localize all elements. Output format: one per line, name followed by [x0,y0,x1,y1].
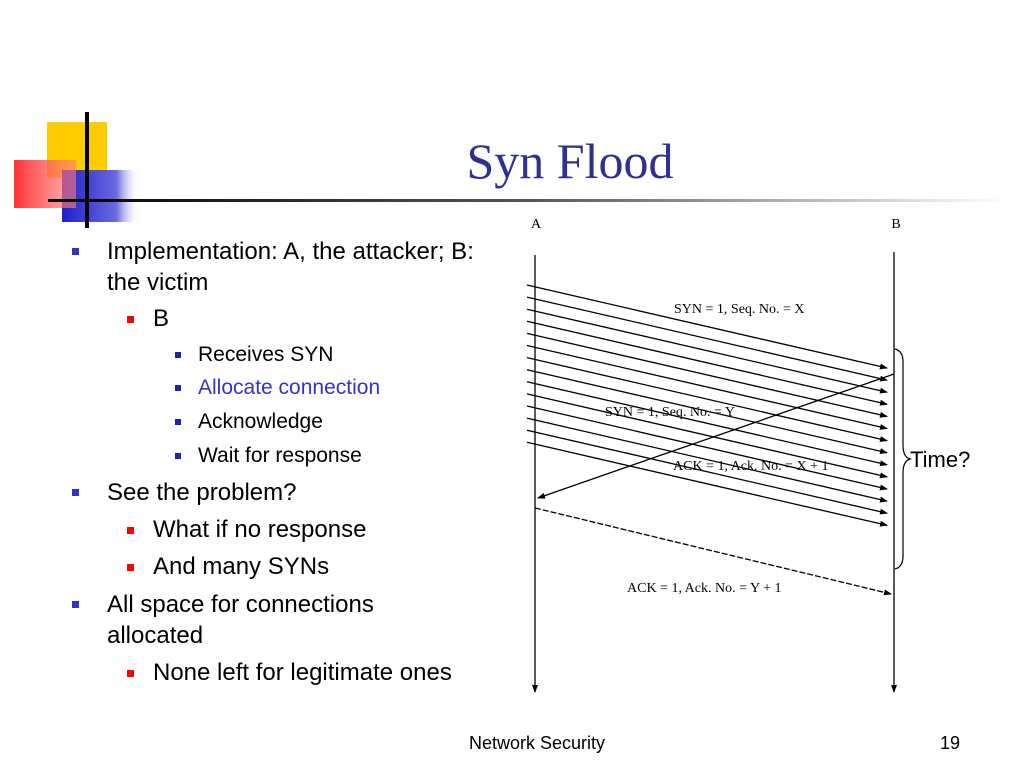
bullet-item: What if no response [127,514,366,545]
flood-syn-arrow [526,356,888,442]
bullet-text: B [153,305,170,332]
bullet-marker [72,248,79,255]
flood-syn-arrow [526,320,888,406]
time-brace [894,348,913,570]
bullet-item: Receives SYN [175,341,333,369]
flood-syn-arrow [526,429,888,515]
bullet-marker [127,670,134,677]
flood-syn-arrow [526,381,888,467]
flood-syn-arrow [526,332,888,418]
bullet-item: Acknowledge [175,408,323,436]
bullet-item: Wait for response [175,442,362,470]
flood-syn-arrow [526,369,888,455]
time-brace-label: Time? [910,447,970,472]
bullet-text: All space for connections allocated [107,591,374,649]
bullet-marker [127,564,134,571]
bullet-marker [175,352,181,358]
page-title: Syn Flood [466,133,674,189]
bullet-marker [72,489,79,496]
ack-x-message-label: ACK = 1, Ack. No. = X + 1 [673,459,829,474]
flood-syn-arrow [526,417,888,503]
flood-syn-arrow [526,405,888,491]
flood-syn-arrow [526,284,888,370]
page-number: 19 [939,733,961,753]
bullet-marker [175,419,181,425]
bullet-text: Receives SYN [198,343,334,366]
vertical-rule [85,112,89,228]
bullet-text: Acknowledge [198,410,323,433]
flood-syn-arrow [526,344,888,430]
bullet-item: Implementation: A, the attacker; B: the … [72,236,512,298]
bullet-item: None left for legitimate ones [127,657,452,688]
flood-syn-arrow [526,308,888,394]
horizontal-rule [48,199,1008,202]
bullet-marker [175,453,181,459]
bullet-text: See the problem? [107,479,297,506]
bullet-marker [127,316,134,323]
bullet-marker [72,601,79,608]
syn-flood-sequence-diagram: A B SYN = 1, Seq. No. = X SYN = 1, Seq. … [526,217,970,693]
flood-syn-arrow [526,296,888,382]
bullet-text: And many SYNs [153,553,330,580]
bullet-item: See the problem? [72,477,296,508]
bullet-text: What if no response [153,516,367,543]
syn-label-bg [672,299,832,317]
footer-title: Network Security [468,733,606,753]
syn-message-label: SYN = 1, Seq. No. = X [674,302,805,317]
bullet-marker [127,527,134,534]
final-ack-arrow [534,507,892,596]
bullet-marker [175,385,181,391]
flood-syn-arrow [526,393,888,479]
bullet-item: Allocate connection [175,374,380,402]
bullet-text: Wait for response [198,444,362,467]
bullet-text: Allocate connection [198,376,381,399]
ack-y-message-label: ACK = 1, Ack. No. = Y + 1 [627,581,781,596]
host-a-label: A [531,217,542,232]
bullet-text: Implementation: A, the attacker; B: the … [107,238,474,296]
flood-syn-arrows [526,284,888,527]
bullet-text: None left for legitimate ones [153,659,452,686]
bullet-item: B [127,303,169,334]
bullet-item: All space for connections allocated [72,589,432,651]
slide-decoration [14,112,1008,228]
bullet-item: And many SYNs [127,551,329,582]
host-b-label: B [891,217,900,232]
synack-message-label: SYN = 1, Seq. No. = Y [605,405,735,420]
flood-syn-arrow [526,441,888,527]
synack-arrow [537,373,895,499]
